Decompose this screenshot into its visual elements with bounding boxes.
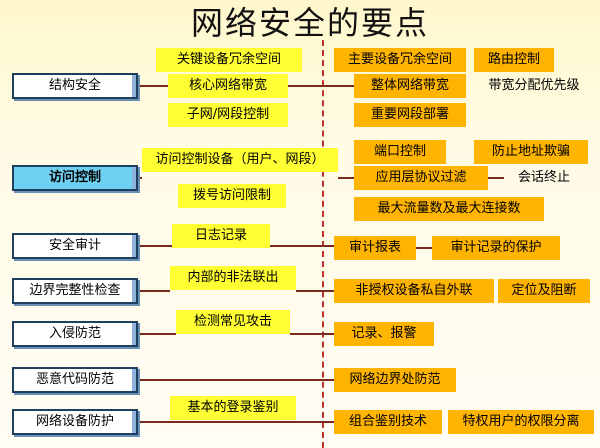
left-item: 核心网络带宽 bbox=[168, 74, 288, 98]
right-item: 整体网络带宽 bbox=[354, 74, 466, 98]
divider-line bbox=[322, 40, 324, 448]
right-item: 组合鉴别技术 bbox=[334, 410, 442, 434]
right-item: 重要网段部署 bbox=[354, 103, 466, 127]
right-item: 非授权设备私自外联 bbox=[334, 279, 494, 303]
right-item: 路由控制 bbox=[474, 48, 554, 72]
category-malicious-code-prevention: 恶意代码防范 bbox=[12, 367, 138, 393]
category-access-control: 访问控制 bbox=[12, 165, 138, 191]
left-item: 访问控制设备（用户、网段） bbox=[142, 148, 338, 172]
right-item: 网络边界处防范 bbox=[334, 368, 456, 392]
left-item: 检测常见攻击 bbox=[176, 310, 290, 334]
right-item: 应用层协议过滤 bbox=[354, 166, 488, 190]
left-item: 关键设备冗余空间 bbox=[156, 48, 302, 72]
right-item: 特权用户的权限分离 bbox=[448, 410, 594, 434]
right-item: 审计记录的保护 bbox=[432, 236, 560, 260]
left-item: 拨号访问限制 bbox=[178, 184, 286, 208]
right-item: 主要设备冗余空间 bbox=[334, 48, 466, 72]
right-item: 记录、报警 bbox=[334, 322, 434, 346]
category-intrusion-prevention: 入侵防范 bbox=[12, 321, 138, 347]
left-item: 内部的非法联出 bbox=[170, 266, 296, 290]
right-item: 最大流量数及最大连接数 bbox=[354, 197, 544, 221]
right-item: 定位及阻断 bbox=[498, 279, 590, 303]
right-item: 带宽分配优先级 bbox=[488, 78, 580, 93]
category-network-device-protection: 网络设备防护 bbox=[12, 409, 138, 435]
right-item: 会话终止 bbox=[517, 170, 570, 185]
left-item: 基本的登录鉴别 bbox=[170, 396, 296, 420]
category-security-audit: 安全审计 bbox=[12, 233, 138, 259]
category-structure-security: 结构安全 bbox=[12, 73, 138, 99]
left-item: 日志记录 bbox=[172, 224, 270, 248]
category-boundary-check: 边界完整性检查 bbox=[12, 278, 138, 304]
right-item: 端口控制 bbox=[354, 140, 446, 164]
page-title: 网络安全的要点 bbox=[190, 4, 429, 42]
right-item: 审计报表 bbox=[334, 236, 416, 260]
left-item: 子网/网段控制 bbox=[168, 103, 288, 127]
right-item: 防止地址欺骗 bbox=[474, 140, 588, 164]
